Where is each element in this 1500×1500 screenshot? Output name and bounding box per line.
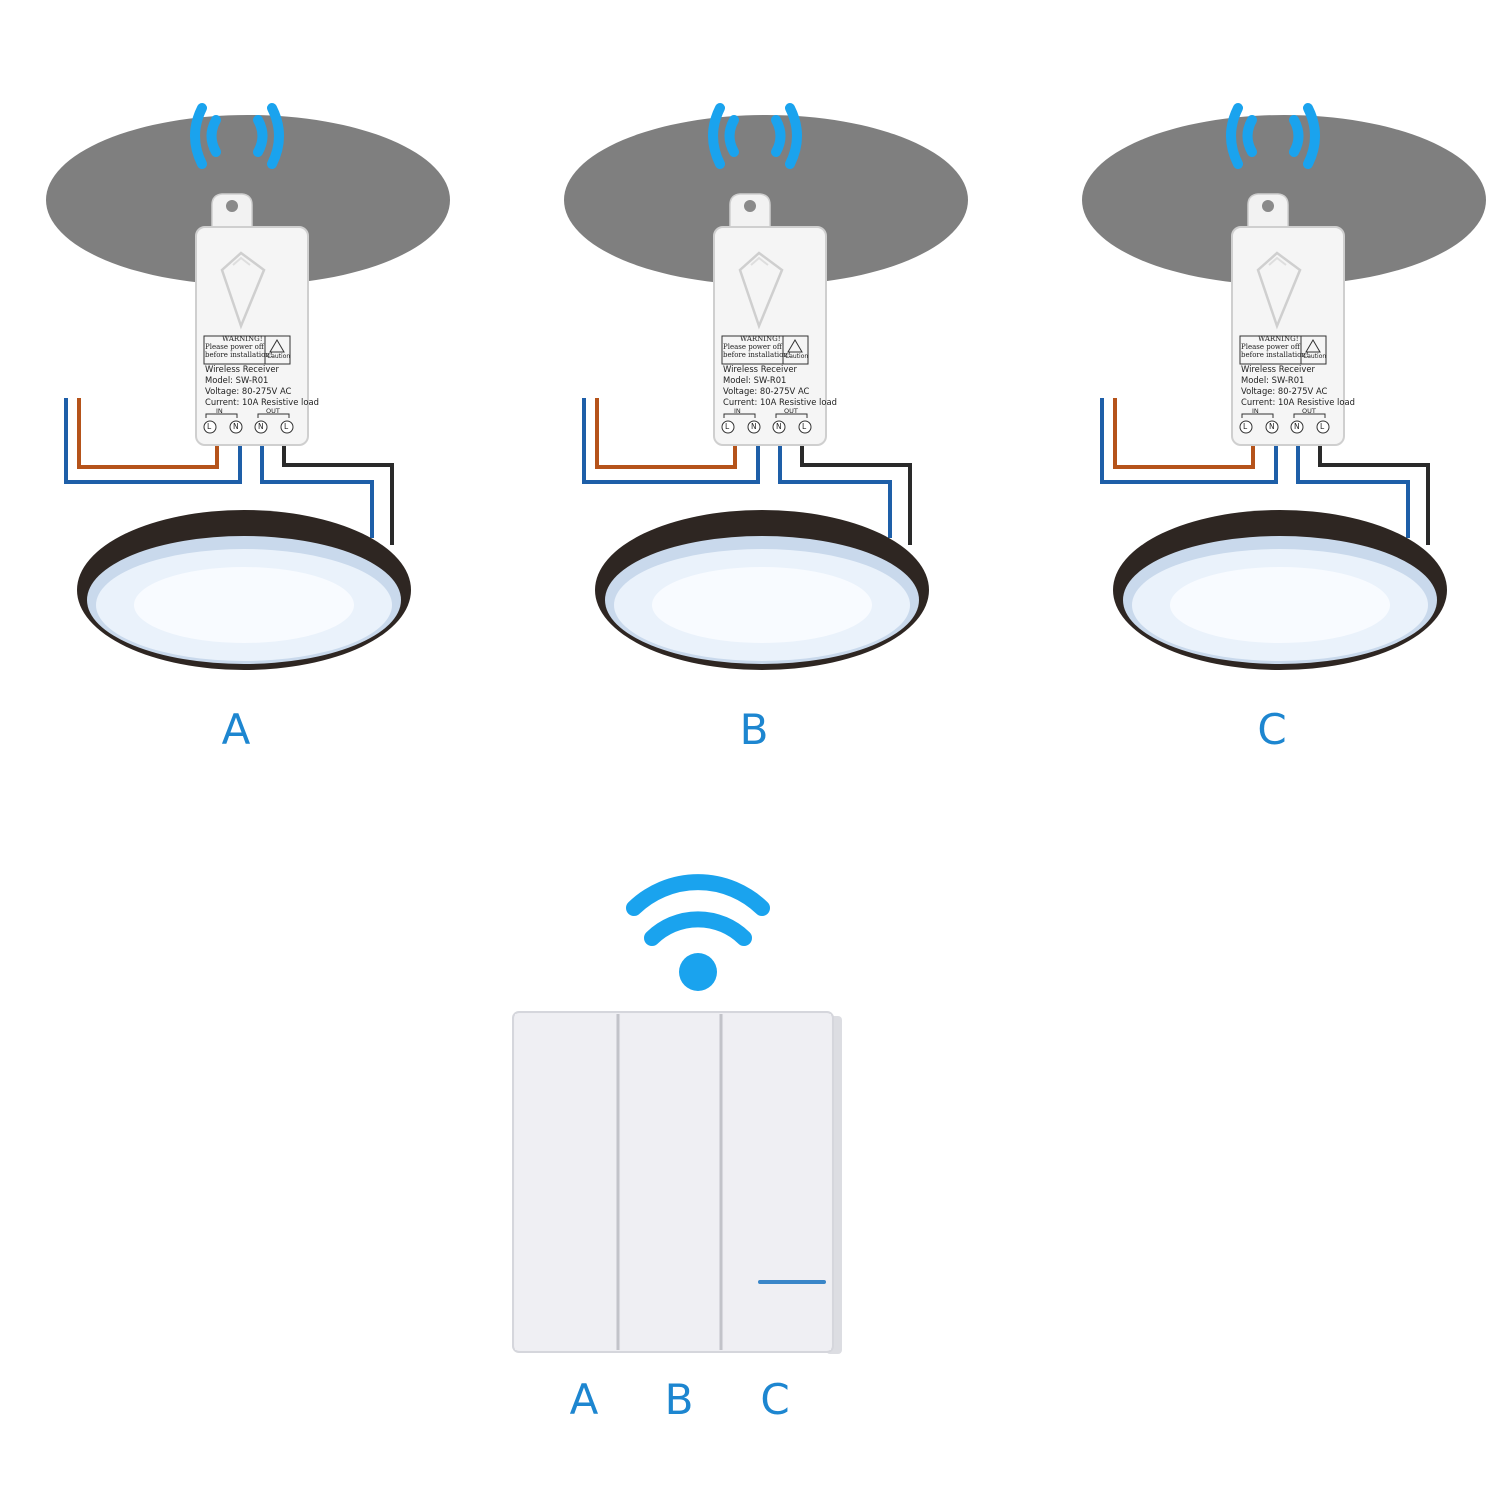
wiring <box>582 398 912 545</box>
caution-label: Caution <box>1303 353 1327 360</box>
terminal-label: L <box>207 422 212 431</box>
switch-key-c[interactable] <box>724 1014 831 1350</box>
warning-line-2: before installation! <box>205 351 273 359</box>
in-label: IN <box>1252 407 1259 415</box>
terminal-label: L <box>725 422 730 431</box>
receiver-voltage: Voltage: 80-275V AC <box>205 386 292 396</box>
switch-key-b[interactable] <box>621 1014 719 1350</box>
terminal-label: L <box>284 422 289 431</box>
switch-panel <box>512 1011 842 1354</box>
terminal-label: N <box>776 422 782 431</box>
caution-label: Caution <box>785 353 809 360</box>
receiver-voltage: Voltage: 80-275V AC <box>1241 386 1328 396</box>
receiver-current: Current: 10A Resistive load <box>205 397 319 407</box>
receiver-current: Current: 10A Resistive load <box>723 397 837 407</box>
warning-line-2: before installation! <box>723 351 791 359</box>
receiver-diagram <box>564 103 968 670</box>
switch-key-label-a: A <box>569 1375 599 1424</box>
warning-line-1: Please power off <box>1241 343 1300 351</box>
terminal-label: N <box>751 422 757 431</box>
caution-label: Caution <box>267 353 291 360</box>
terminal-label: L <box>1320 422 1325 431</box>
signal-waves-icon <box>1226 103 1320 169</box>
receiver-model: Model: SW-R01 <box>205 375 269 385</box>
receiver-diagram <box>1082 103 1486 670</box>
warning-title: WARNING! <box>1258 335 1299 343</box>
unit-label: A <box>221 705 251 754</box>
warning-line-1: Please power off <box>723 343 782 351</box>
wiring <box>1100 398 1430 545</box>
warning-line-2: before installation! <box>1241 351 1309 359</box>
warning-line-1: Please power off <box>205 343 264 351</box>
terminal-label: N <box>233 422 239 431</box>
receiver-name: Wireless Receiver <box>723 364 797 374</box>
terminal-label: L <box>802 422 807 431</box>
ceiling-lamp <box>77 510 411 670</box>
switch-key-label-c: C <box>760 1375 790 1424</box>
signal-waves-icon <box>190 103 284 169</box>
warning-title: WARNING! <box>740 335 781 343</box>
out-label: OUT <box>784 407 798 415</box>
switch-key-label-b: B <box>664 1375 694 1424</box>
receiver-model: Model: SW-R01 <box>723 375 787 385</box>
wiring <box>64 398 394 545</box>
warning-title: WARNING! <box>222 335 263 343</box>
receiver-current: Current: 10A Resistive load <box>1241 397 1355 407</box>
receiver-voltage: Voltage: 80-275V AC <box>723 386 810 396</box>
terminal-label: N <box>1269 422 1275 431</box>
in-label: IN <box>216 407 223 415</box>
in-label: IN <box>734 407 741 415</box>
ceiling-lamp <box>595 510 929 670</box>
switch-key-a[interactable] <box>515 1014 616 1350</box>
terminal-label: N <box>1294 422 1300 431</box>
out-label: OUT <box>1302 407 1316 415</box>
receiver-name: Wireless Receiver <box>1241 364 1315 374</box>
ceiling-lamp <box>1113 510 1447 670</box>
unit-label: C <box>1257 705 1287 754</box>
unit-label: B <box>739 705 769 754</box>
signal-waves-icon <box>708 103 802 169</box>
terminal-label: L <box>1243 422 1248 431</box>
receiver-name: Wireless Receiver <box>205 364 279 374</box>
receiver-model: Model: SW-R01 <box>1241 375 1305 385</box>
wifi-signal-icon <box>626 874 770 991</box>
terminal-label: N <box>258 422 264 431</box>
out-label: OUT <box>266 407 280 415</box>
receiver-diagram <box>46 103 450 670</box>
